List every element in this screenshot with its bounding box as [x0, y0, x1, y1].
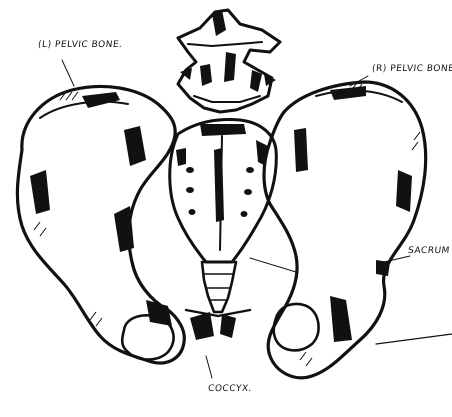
- left-pelvic-bone: [17, 86, 184, 363]
- coccyx: [186, 262, 250, 340]
- label-sacrum: SACRUM: [407, 246, 450, 256]
- sacrum: [170, 120, 277, 262]
- right-pelvic-bone: [264, 82, 426, 378]
- label-coccyx: COCCYX.: [207, 384, 252, 394]
- label-right-pelvic-bone: (R) PELVIC BONE: [371, 64, 452, 74]
- lumbar-vertebra: [178, 10, 280, 112]
- label-left-pelvic-bone: (L) PELVIC BONE.: [37, 40, 122, 50]
